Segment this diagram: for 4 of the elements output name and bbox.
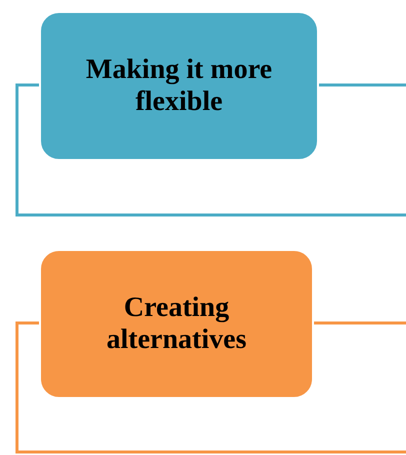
rounded-box [39, 249, 314, 399]
box-label: Creating alternatives [106, 292, 248, 356]
box-label: Making it more flexible [84, 54, 274, 118]
rounded-box [39, 11, 319, 161]
